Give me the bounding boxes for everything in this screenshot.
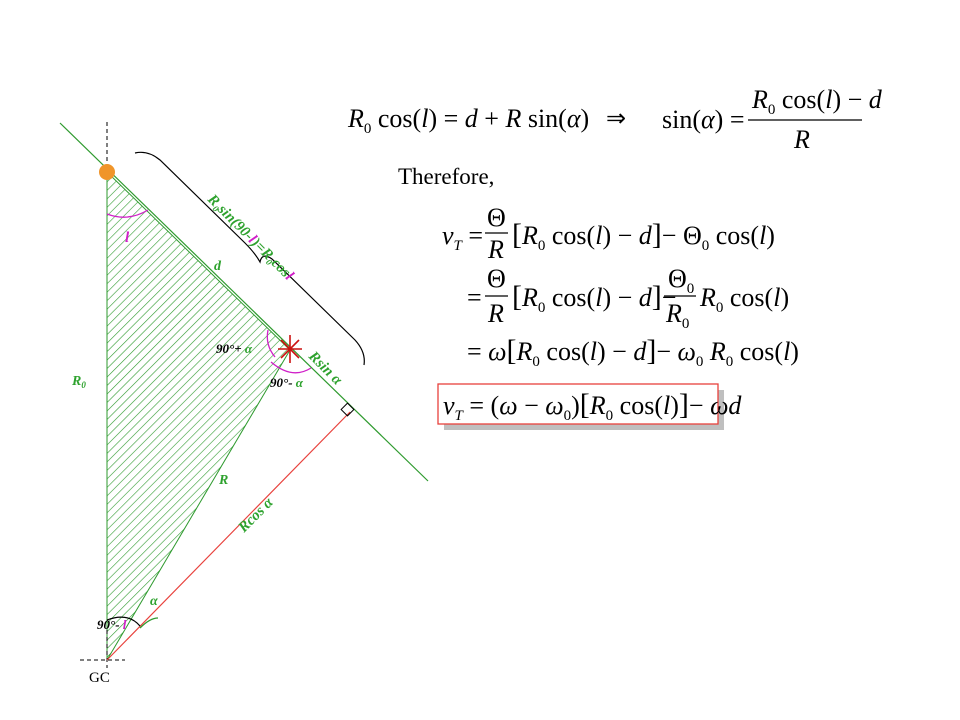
equation-top-right: sin(α) = R0 cos(l) − d R	[662, 85, 883, 154]
svg-text:R: R	[793, 125, 810, 154]
svg-text:[R0 cos(l) − d]−: [R0 cos(l) − d]−	[512, 280, 676, 316]
star-marker	[278, 335, 302, 363]
equation-vt-2: = Θ R [R0 cos(l) − d]− Θ0 R0 R0 cos(l)	[467, 264, 789, 332]
svg-text:vT =: vT =	[442, 221, 483, 254]
label-l-top: l	[125, 230, 130, 246]
arc-90-plus-alpha	[266, 329, 276, 358]
implies-arrow: ⇒	[606, 106, 626, 132]
svg-text:R0: R0	[665, 299, 689, 332]
sight-line	[59, 122, 429, 482]
label-alpha-bottom: α	[150, 594, 158, 609]
label-angle-minus: 90°- α	[270, 375, 304, 390]
equation-vt-boxed: vT = (ω − ω0)[R0 cos(l)]− ωd	[437, 383, 742, 430]
equation-top-left: R0 cos(l) = d + R sin(α)	[347, 104, 589, 137]
svg-text:vT = (ω − ω0)[R0 cos(l)]− ωd: vT = (ω − ω0)[R0 cos(l)]− ωd	[443, 388, 742, 424]
label-angle-plus: 90°+ α	[216, 341, 253, 356]
svg-text:R0 cos(l) = d + R sin(α): R0 cos(l) = d + R sin(α)	[347, 104, 589, 137]
triangle-edge-r	[106, 349, 291, 661]
svg-text:R0 cos(l) − d: R0 cos(l) − d	[751, 85, 883, 118]
arc-90-minus-alpha	[270, 361, 312, 374]
equation-vt-3: = ω[R0 cos(l) − d]− ω0 R0 cos(l)	[467, 334, 799, 370]
therefore-text: Therefore,	[398, 164, 495, 189]
svg-text:R0 cos(l): R0 cos(l)	[699, 283, 789, 316]
triangle-edge-top	[106, 171, 291, 351]
rcos-line	[106, 411, 351, 661]
arc-alpha-bottom	[139, 617, 159, 629]
label-d: d	[214, 259, 222, 274]
label-rcos: Rcos α	[235, 494, 277, 536]
brace-r0cosl	[134, 151, 365, 366]
arc-l-top	[106, 209, 149, 218]
sun-marker	[99, 164, 115, 180]
right-angle-marker	[340, 402, 355, 417]
svg-text:Θ: Θ	[487, 203, 506, 232]
label-r: R	[218, 473, 228, 488]
svg-text:= ω[R0 cos(l) − d]− ω0 R0 cos(: = ω[R0 cos(l) − d]− ω0 R0 cos(l)	[467, 334, 799, 370]
svg-text:=: =	[467, 283, 482, 312]
svg-text:Θ: Θ	[487, 264, 506, 293]
svg-text:R: R	[487, 299, 504, 328]
svg-text:sin(α) =: sin(α) =	[662, 105, 744, 134]
equation-vt-1: vT = Θ R [R0 cos(l) − d]− Θ0 cos(l)	[442, 203, 775, 264]
arc-90-minus-l	[106, 616, 141, 627]
label-gc: GC	[89, 670, 110, 686]
label-r0: R0	[71, 374, 86, 390]
hatched-triangle	[107, 172, 290, 660]
svg-text:R: R	[487, 235, 504, 264]
svg-text:[R0 cos(l) − d]− Θ0 cos(l): [R0 cos(l) − d]− Θ0 cos(l)	[512, 218, 775, 254]
label-angle-bottom: 90°- l	[97, 617, 127, 632]
svg-text:Θ0: Θ0	[668, 264, 694, 297]
